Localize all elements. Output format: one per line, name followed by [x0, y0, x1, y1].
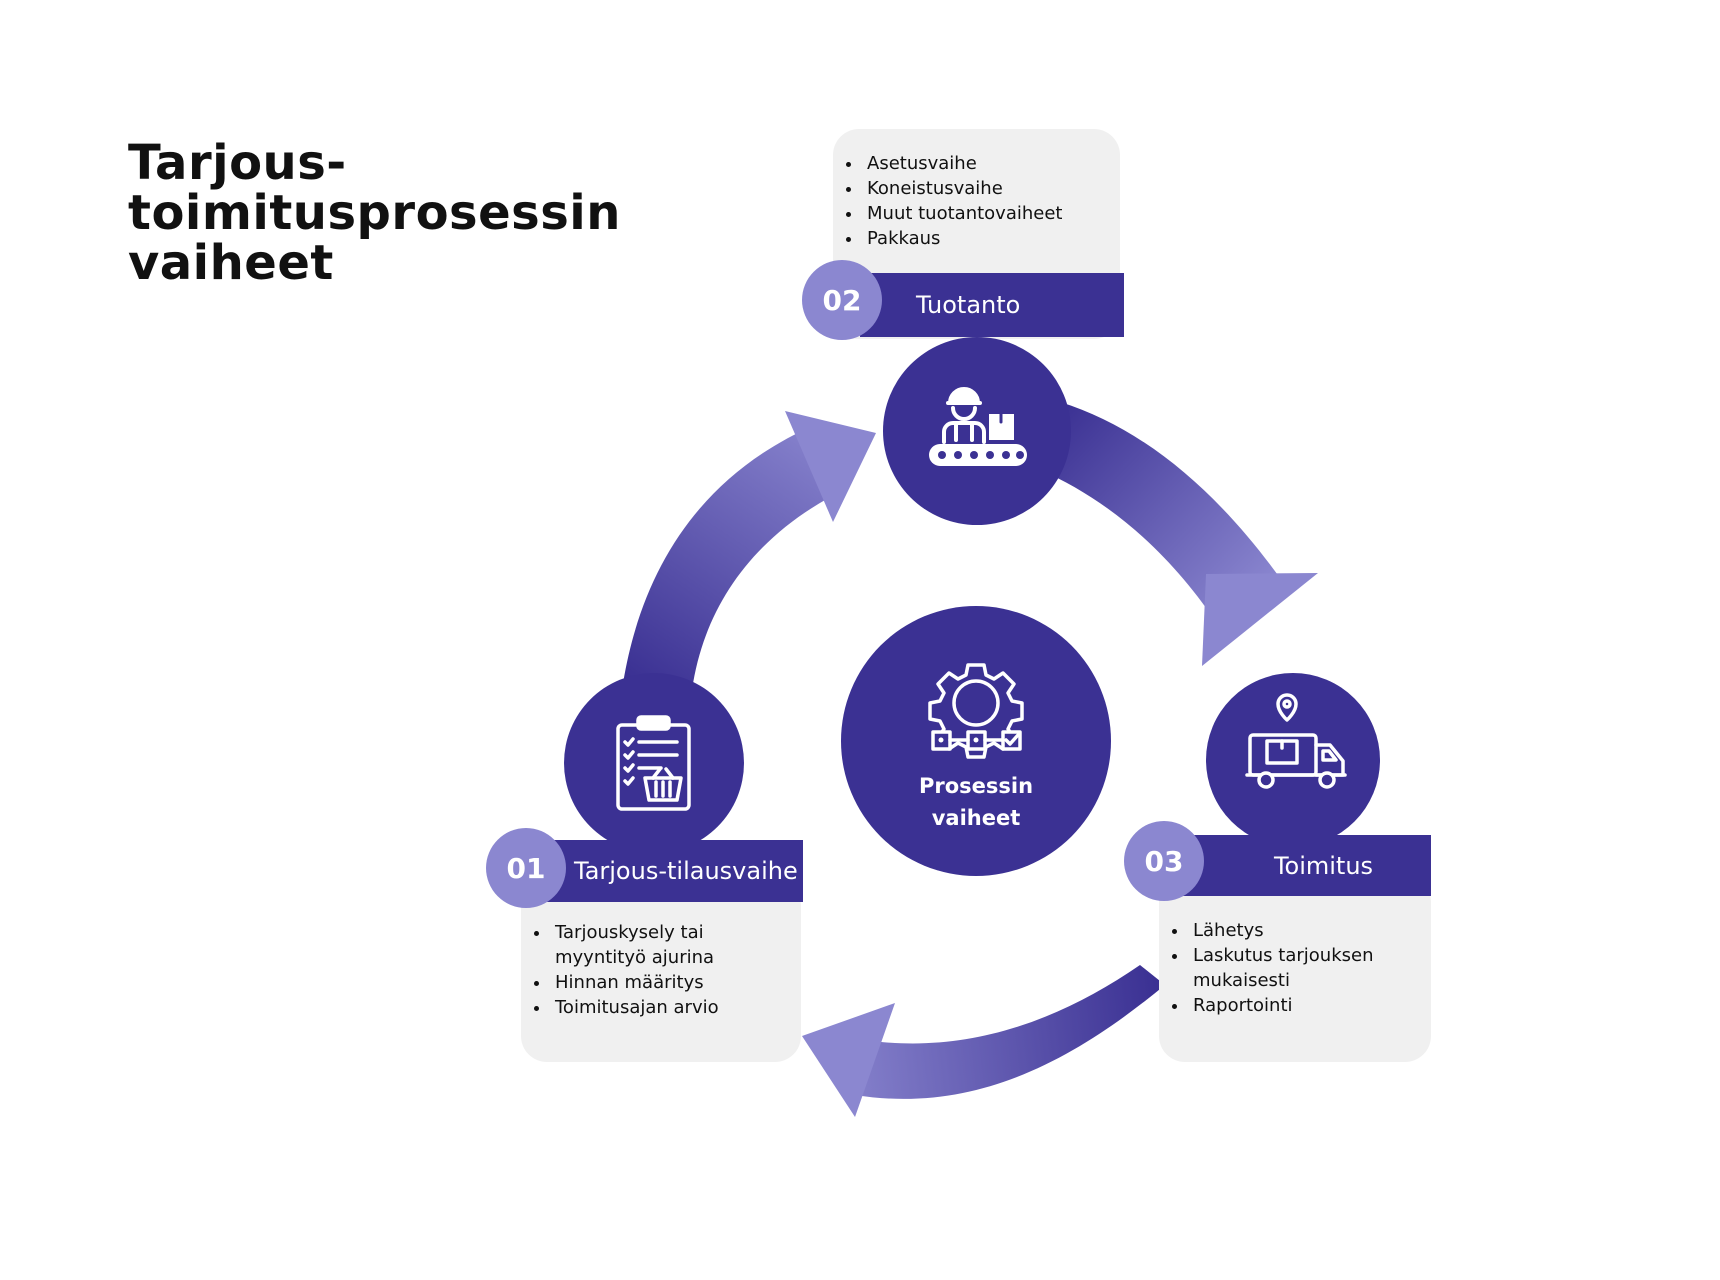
clipboard-basket-icon: [616, 715, 691, 811]
stage-1-number: 01: [506, 851, 546, 885]
stage-3-card: Lähetys Laskutus tarjouksen mukaisesti R…: [1159, 876, 1431, 1062]
stage-2-item: Pakkaus: [863, 226, 1120, 251]
center-label-line-1: Prosessin: [918, 774, 1034, 798]
arrow-body-3-to-1: [855, 965, 1165, 1099]
stage-1-item: Toimitusajan arvio: [551, 995, 781, 1020]
stage-3-item: Lähetys: [1189, 918, 1404, 943]
stage-3-item: Laskutus tarjouksen mukaisesti: [1189, 943, 1404, 993]
stage-2-number-badge: 02: [802, 260, 882, 340]
stage-2-item: Asetusvaihe: [863, 151, 1120, 176]
stage-3-number: 03: [1144, 844, 1184, 878]
stage-1-card: Tarjouskysely tai myyntityö ajurina Hinn…: [521, 880, 801, 1062]
stage-2-item: Koneistusvaihe: [863, 176, 1120, 201]
delivery-truck-icon: [1245, 693, 1347, 789]
stage-1-title: Tarjous-tilausvaihe: [574, 857, 798, 885]
stage-3-circle: [1206, 673, 1380, 847]
worker-conveyor-icon: [929, 387, 1027, 466]
center-label-line-2: vaiheet: [931, 806, 1021, 830]
arrow-head-3-to-1: [802, 1003, 895, 1117]
title-line-1: Tarjous-: [128, 135, 347, 191]
stage-1-number-badge: 01: [486, 828, 566, 908]
stage-2-title: Tuotanto: [916, 291, 1021, 319]
title-line-3: vaiheet: [128, 235, 334, 291]
arrow-body-1-to-2: [622, 425, 848, 690]
stage-2-number: 02: [822, 283, 862, 317]
stage-2-item: Muut tuotantovaiheet: [863, 201, 1120, 226]
stage-2-circle: [883, 337, 1071, 525]
arrow-head-2-to-3: [1202, 573, 1318, 666]
stage-1-title-bar: Tarjous-tilausvaihe: [536, 840, 803, 902]
stage-3-title: Toimitus: [1273, 851, 1374, 880]
arrow-head-1-to-2: [785, 411, 876, 522]
title-line-2: toimitusprosessin: [128, 185, 621, 241]
gear-process-icon: [928, 663, 1024, 759]
page-title: Tarjous- toimitusprosessin vaiheet: [128, 138, 688, 288]
center-label: Prosessin vaiheet: [840, 770, 1112, 834]
center-circle: [841, 606, 1111, 876]
stage-1-item: Tarjouskysely tai myyntityö ajurina: [551, 920, 781, 970]
arrow-body-2-to-3: [1040, 402, 1285, 628]
stage-3-item: Raportointi: [1189, 993, 1404, 1018]
stage-2-title-bar: Tuotanto: [860, 273, 1124, 337]
stage-3-number-badge: 03: [1124, 821, 1204, 901]
stage-3-title-bar: Toimitus: [1176, 835, 1431, 896]
stage-1-circle: [564, 673, 744, 853]
stage-1-item: Hinnan määritys: [551, 970, 781, 995]
